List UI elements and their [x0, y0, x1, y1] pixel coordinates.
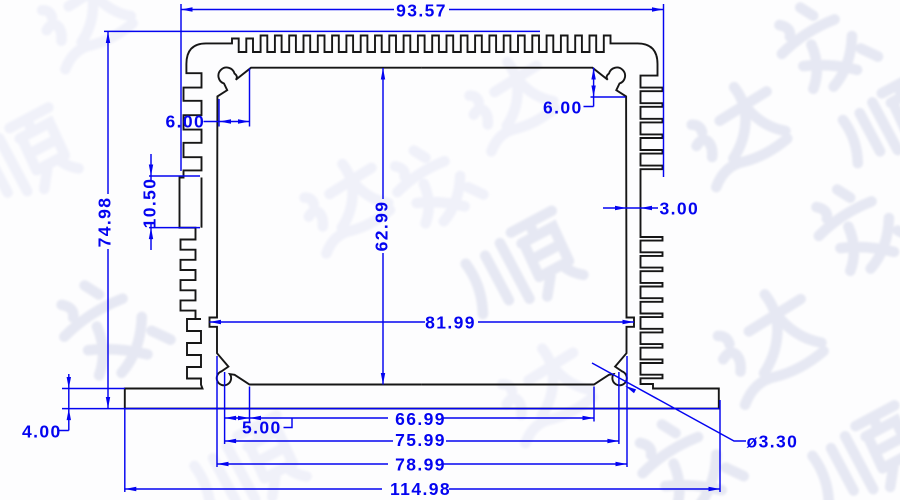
- svg-text:93.57: 93.57: [396, 1, 447, 21]
- svg-text:74.98: 74.98: [94, 197, 114, 248]
- svg-text:114.98: 114.98: [390, 479, 451, 499]
- svg-text:5.00: 5.00: [242, 418, 282, 438]
- svg-text:6.00: 6.00: [543, 98, 583, 118]
- svg-text:75.99: 75.99: [395, 430, 446, 450]
- svg-text:78.99: 78.99: [395, 455, 446, 475]
- svg-text:10.50: 10.50: [140, 178, 160, 229]
- svg-text:62.99: 62.99: [371, 201, 391, 252]
- svg-text:66.99: 66.99: [395, 409, 446, 429]
- svg-text:6.00: 6.00: [166, 112, 206, 132]
- svg-text:4.00: 4.00: [22, 422, 62, 442]
- svg-text:3.00: 3.00: [660, 199, 700, 219]
- svg-text:ø3.30: ø3.30: [747, 432, 799, 452]
- svg-text:81.99: 81.99: [425, 313, 476, 333]
